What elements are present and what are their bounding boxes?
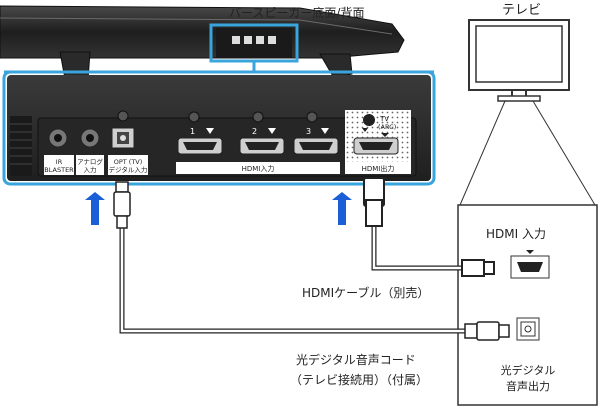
hdmi-in-3-port: [293, 111, 339, 155]
hdmi-cable-label: HDMIケーブル（別売）: [302, 285, 429, 300]
back-panel-zoom: IR BLASTER アナログ 入力 OPT (TV) デジタル入力 1: [2, 70, 436, 186]
optical-cable-label-2: （テレビ接続用）（付属）: [290, 372, 428, 387]
optical-cable: [113, 181, 510, 341]
hdmi-out-arc-port: [345, 110, 411, 174]
ir-blaster-label-1: IR: [56, 158, 63, 166]
hdmi-out-tv-text: TV: [379, 115, 389, 123]
tv-panel-pointer-right: [532, 100, 596, 206]
tv-hdmi-in-port: [510, 250, 550, 279]
tv-optical-out-label-2: 音声出力: [506, 379, 550, 393]
optical-cable-label-1: 光デジタル音声コード: [296, 352, 416, 367]
tv-icon: [468, 19, 570, 102]
opt-tv-label-1: OPT (TV): [114, 158, 143, 166]
hdmi-out-label: HDMI出力: [362, 164, 395, 173]
tv-label: テレビ: [502, 3, 541, 18]
hdmi-in-1-arrow: [206, 128, 214, 134]
tv-rear-panel: [457, 204, 598, 406]
speaker-bottom-back-label: バースピーカー底面/背面: [229, 5, 364, 20]
hdmi-in-group-box: [176, 162, 340, 174]
analog-in-jack: [76, 128, 104, 175]
tv-optical-out-label-1: 光デジタル: [501, 363, 556, 377]
soundbar-back-panel: [216, 28, 292, 58]
hdmi-in-group-label: HDMI入力: [242, 164, 275, 173]
optical-in-jack: [108, 110, 148, 175]
hdmi-cable: [363, 177, 495, 277]
hdmi-in-3-number: 3: [306, 127, 311, 136]
hdmi-in-1-port: [177, 111, 223, 155]
hdmi-out-arrow: [332, 192, 352, 225]
analog-in-label-1: アナログ: [77, 157, 103, 166]
hdmi-out-arc-text: (ARC): [378, 123, 396, 131]
tv-hdmi-in-label: HDMI 入力: [486, 227, 546, 241]
opt-tv-label-2: デジタル入力: [109, 165, 148, 174]
tv-optical-out-port: [516, 317, 540, 341]
tv-panel-pointer-left: [459, 100, 506, 206]
ir-blaster-jack: [44, 128, 74, 175]
hdmi-in-2-port: [239, 111, 285, 155]
ir-blaster-label-2: BLASTER: [44, 166, 74, 174]
analog-in-label-2: 入力: [84, 165, 97, 174]
hdmi-in-3-arrow: [321, 128, 329, 134]
hdmi-in-2-arrow: [268, 128, 276, 134]
vent-grille: [10, 116, 32, 176]
optical-in-arrow: [85, 192, 105, 225]
hdmi-in-2-number: 2: [252, 127, 257, 136]
hdmi-in-1-number: 1: [190, 127, 195, 136]
